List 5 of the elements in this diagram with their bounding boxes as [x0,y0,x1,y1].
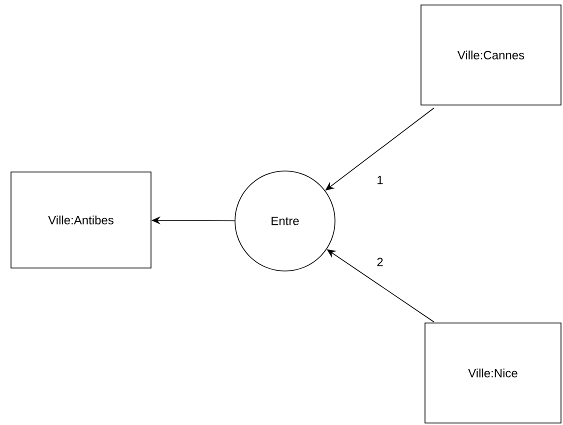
edge-label: 2 [377,258,383,266]
entity-box: Ville:Antibes [10,172,152,268]
entity-box: Ville:Cannes [420,4,562,106]
entity-box: Ville:Nice [424,322,562,424]
edge-label: 1 [378,176,383,184]
